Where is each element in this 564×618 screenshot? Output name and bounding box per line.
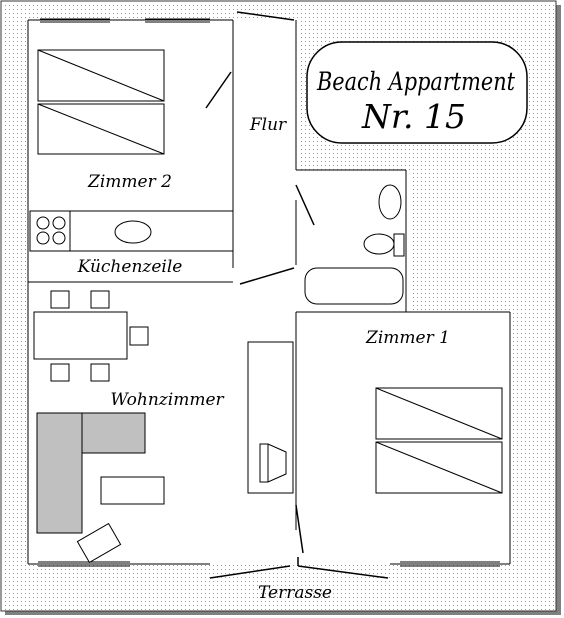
hallway-cabinet xyxy=(247,341,294,494)
windows xyxy=(38,18,500,567)
room-label-kuechenzeile: Küchenzeile xyxy=(77,257,183,277)
bathtub xyxy=(304,267,404,305)
room-label-zimmer2: Zimmer 2 xyxy=(87,172,172,192)
armchair xyxy=(76,522,122,564)
room-label-flur: Flur xyxy=(249,115,287,135)
doors xyxy=(205,11,389,579)
walls xyxy=(27,19,511,565)
bed-zimmer1-top xyxy=(375,387,503,440)
dining-table xyxy=(33,311,128,360)
room-label-terrasse: Terrasse xyxy=(258,583,332,603)
hallway-basin xyxy=(259,443,287,483)
coffee-table xyxy=(100,476,165,505)
room-label-zimmer1: Zimmer 1 xyxy=(365,328,450,348)
sofa xyxy=(36,412,146,534)
stove-icon xyxy=(36,216,66,245)
title-box xyxy=(306,41,528,144)
room-label-wohnzimmer: Wohnzimmer xyxy=(110,390,224,410)
dining-chairs xyxy=(50,290,149,382)
toilet-icon xyxy=(363,233,405,257)
bed-zimmer1-bottom xyxy=(375,441,503,494)
sink-icon xyxy=(114,220,152,244)
title-line2: Nr. 15 xyxy=(361,97,466,136)
bath-sink-icon xyxy=(378,184,402,220)
title-line1: Beach Appartment xyxy=(316,67,516,96)
bed-zimmer2-top xyxy=(37,49,165,102)
kitchen-counter xyxy=(29,210,234,252)
bed-zimmer2-bottom xyxy=(37,103,165,155)
